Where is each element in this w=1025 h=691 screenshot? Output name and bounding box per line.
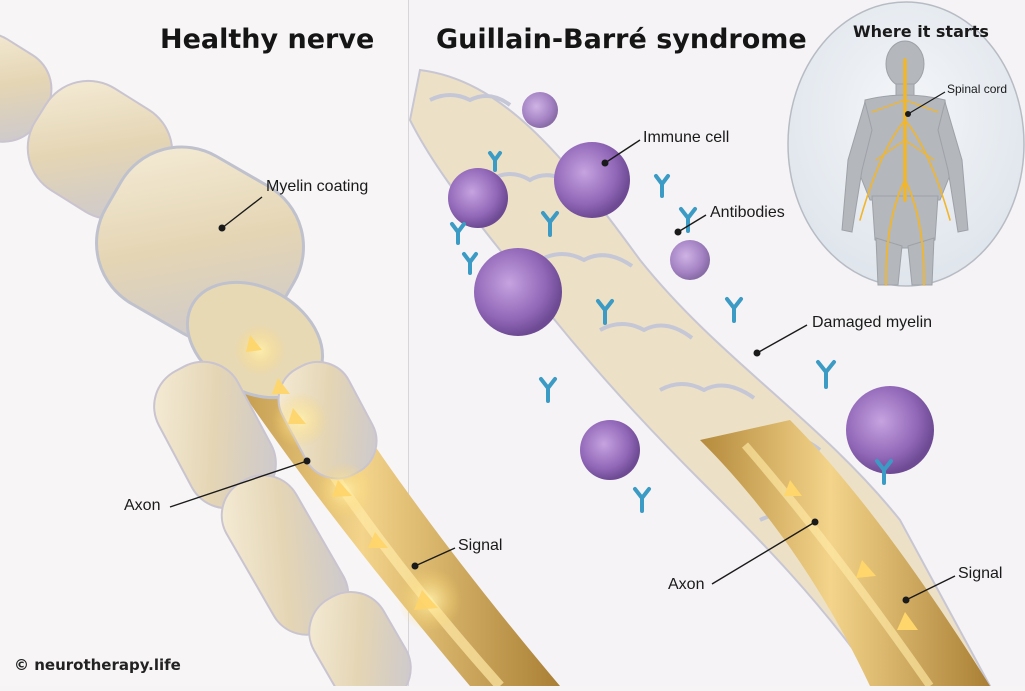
signal-arrows (234, 324, 462, 632)
spinal-cord-leader (907, 91, 946, 115)
immune-cell-leader (604, 139, 641, 164)
antibodies-leader (677, 214, 707, 233)
gbs-nerve-illustration (408, 68, 992, 689)
myelin-leader (221, 196, 263, 229)
axon-label-left: Axon (124, 497, 161, 514)
damaged-myelin-leader (756, 324, 808, 354)
gbs-axon-glow (741, 442, 934, 689)
myelin-coating-label: Myelin coating (266, 178, 369, 195)
signal-label-left: Signal (458, 537, 503, 554)
axon-leader-right (711, 521, 816, 585)
axon-leader-left (169, 460, 308, 508)
watermark: © neurotherapy.life (14, 656, 181, 674)
immune-cell-label: Immune cell (643, 129, 730, 146)
signal-label-right: Signal (958, 565, 1003, 582)
gbs-axon (700, 420, 990, 686)
signal-leader-left (414, 547, 456, 567)
inset-title: Where it starts (853, 22, 989, 41)
antibodies (450, 151, 893, 513)
axon-label-right: Axon (668, 576, 705, 593)
immune-cells (448, 92, 934, 480)
gbs-title: Guillain-Barré syndrome (436, 24, 807, 55)
healthy-nerve-illustration (0, 32, 560, 691)
gbs-signal-arrows (784, 480, 918, 630)
spinal-cord-label: Spinal cord (947, 82, 1008, 96)
spinal-cord-nerves (859, 58, 951, 286)
signal-leader-right (905, 575, 956, 601)
where-it-starts-inset (787, 1, 1025, 287)
damaged-myelin-label: Damaged myelin (812, 314, 933, 331)
antibodies-label: Antibodies (710, 204, 785, 221)
healthy-nerve-title: Healthy nerve (160, 24, 375, 55)
